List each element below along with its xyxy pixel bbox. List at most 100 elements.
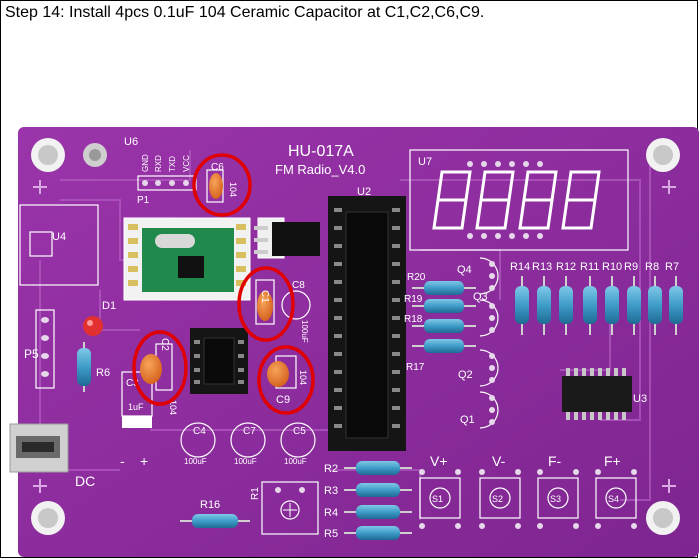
label-c9: C9 bbox=[276, 394, 290, 406]
ceramic-capacitor-c2 bbox=[140, 343, 173, 391]
ic-socket-8pin bbox=[190, 328, 248, 394]
label-q4: Q4 bbox=[457, 264, 472, 276]
fm-radio-module bbox=[123, 217, 251, 301]
label-v-plus: V+ bbox=[430, 453, 448, 469]
label-c5: C5 bbox=[293, 426, 306, 437]
label-s4: S4 bbox=[608, 494, 619, 504]
ic-socket-u2 bbox=[328, 196, 406, 451]
transistor-pads bbox=[489, 261, 495, 425]
label-f-plus: F+ bbox=[604, 453, 621, 469]
voltage-regulator bbox=[254, 217, 320, 259]
label-r1: R1 bbox=[250, 487, 261, 500]
label-r3: R3 bbox=[324, 485, 338, 497]
board-title: HU-017A bbox=[288, 143, 354, 160]
header-p1 bbox=[137, 175, 197, 191]
highlight-circle-c1 bbox=[237, 266, 295, 342]
transistor-outlines bbox=[479, 257, 499, 429]
highlight-circle-c9 bbox=[257, 345, 315, 415]
label-c2: C2 bbox=[159, 338, 170, 351]
label-c3-value: 1uF bbox=[128, 402, 144, 412]
label-r7: R7 bbox=[665, 261, 679, 273]
label-c3: C3 bbox=[126, 378, 139, 389]
label-c8: C8 bbox=[292, 280, 305, 291]
dc-connector bbox=[9, 423, 69, 473]
label-r16: R16 bbox=[200, 499, 220, 511]
label-r6: R6 bbox=[96, 367, 110, 379]
pin-label-rxd: RXD bbox=[154, 155, 163, 172]
label-r4: R4 bbox=[324, 507, 338, 519]
label-q2: Q2 bbox=[458, 369, 473, 381]
step-caption: Step 14: Install 4pcs 0.1uF 104 Ceramic … bbox=[5, 4, 485, 21]
label-r20: R20 bbox=[407, 272, 426, 283]
c3-footprint bbox=[121, 371, 153, 428]
label-f-minus: F- bbox=[548, 453, 562, 469]
resistors-r17-r20 bbox=[412, 281, 476, 353]
label-plus: + bbox=[140, 453, 148, 469]
connector-u4 bbox=[19, 204, 99, 286]
label-s3: S3 bbox=[550, 494, 561, 504]
pin-label-vcc: VCC bbox=[182, 155, 191, 172]
pin-label-gnd: GND bbox=[141, 154, 150, 172]
ceramic-capacitor-c1 bbox=[255, 279, 275, 325]
led-d1 bbox=[83, 316, 103, 336]
label-p1: P1 bbox=[137, 195, 150, 206]
label-r12: R12 bbox=[556, 261, 576, 273]
ceramic-capacitor-c6 bbox=[206, 169, 224, 203]
label-p5: P5 bbox=[24, 347, 39, 361]
label-r14: R14 bbox=[510, 261, 530, 273]
resistors-r2-r5 bbox=[344, 461, 412, 540]
fiducial-marks bbox=[33, 180, 676, 493]
label-u7: U7 bbox=[418, 156, 432, 168]
label-c7: C7 bbox=[243, 426, 256, 437]
highlight-circle-c2 bbox=[132, 330, 188, 406]
label-u4: U4 bbox=[52, 231, 66, 243]
label-c5-value: 100uF bbox=[284, 457, 307, 466]
label-q3: Q3 bbox=[473, 291, 488, 303]
electrolytic-footprints bbox=[180, 290, 316, 458]
label-r5: R5 bbox=[324, 528, 338, 540]
label-dc: DC bbox=[75, 473, 95, 489]
highlight-circles bbox=[132, 153, 315, 415]
label-r13: R13 bbox=[532, 261, 552, 273]
label-r18: R18 bbox=[404, 314, 423, 325]
potentiometer-r1 bbox=[261, 481, 319, 535]
label-c7-value: 100uF bbox=[234, 457, 257, 466]
label-r2: R2 bbox=[324, 463, 338, 475]
resistor-array-top bbox=[515, 276, 683, 335]
label-minus: - bbox=[120, 453, 125, 469]
label-c6: C6 bbox=[211, 162, 224, 173]
label-c6-value: 104 bbox=[228, 182, 238, 197]
label-r10: R10 bbox=[602, 261, 622, 273]
label-v-minus: V- bbox=[492, 453, 506, 469]
label-r8: R8 bbox=[645, 261, 659, 273]
resistor-r16 bbox=[180, 514, 250, 528]
button-footprints bbox=[419, 469, 637, 529]
seven-segment-display-u7 bbox=[409, 149, 629, 251]
resistor-labels-top: R14 R13 R12 R11 R10 R9 R8 R7 bbox=[510, 261, 679, 273]
label-c9-value: 104 bbox=[298, 370, 308, 385]
resistor-r6 bbox=[77, 342, 91, 392]
label-c2-value: 104 bbox=[168, 400, 178, 415]
header-p5 bbox=[35, 309, 55, 389]
label-r11: R11 bbox=[580, 261, 599, 273]
mounting-holes bbox=[31, 138, 680, 535]
highlight-circle-c6 bbox=[192, 153, 252, 217]
label-c8-value: 100uF bbox=[300, 320, 309, 343]
label-s2: S2 bbox=[492, 494, 503, 504]
board-subtitle: FM Radio_V4.0 bbox=[275, 162, 365, 177]
label-c4-value: 100uF bbox=[184, 457, 207, 466]
smd-ic-u3 bbox=[562, 368, 632, 420]
label-r17: R17 bbox=[406, 362, 425, 373]
label-d1: D1 bbox=[102, 300, 116, 312]
label-c4: C4 bbox=[193, 426, 206, 437]
ceramic-capacitor-c9 bbox=[267, 355, 297, 389]
label-u2: U2 bbox=[357, 186, 371, 198]
label-u6: U6 bbox=[124, 136, 138, 148]
label-s1: S1 bbox=[432, 494, 443, 504]
label-r19: R19 bbox=[404, 294, 423, 305]
label-r9: R9 bbox=[624, 261, 638, 273]
label-c1: C1 bbox=[259, 290, 270, 303]
label-q1: Q1 bbox=[460, 414, 475, 426]
label-u3: U3 bbox=[633, 393, 647, 405]
